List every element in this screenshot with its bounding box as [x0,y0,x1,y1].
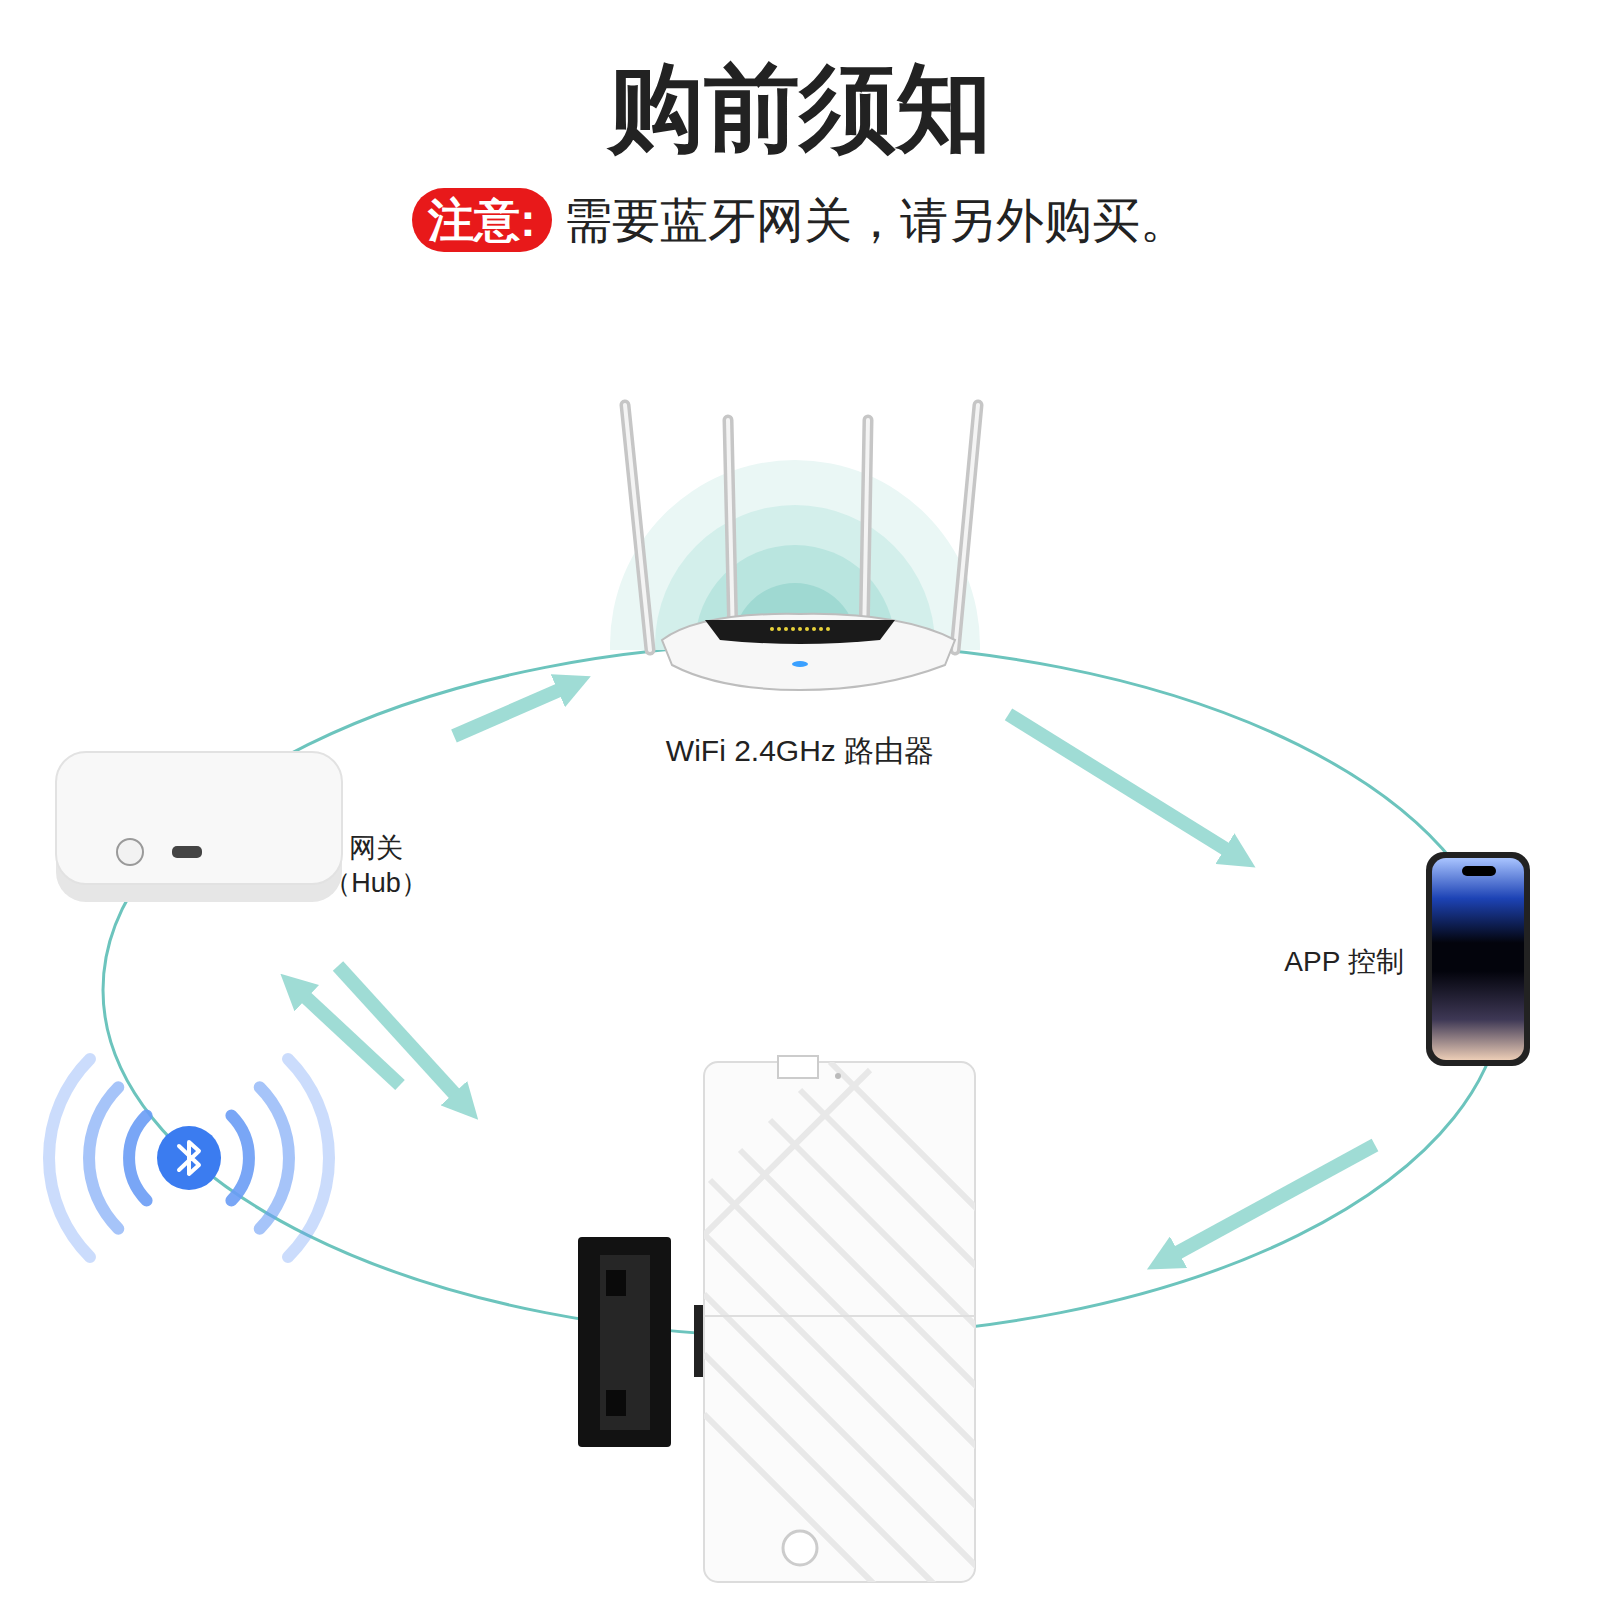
hub-illustration [56,752,342,902]
hub-node: 网关（Hub） [50,740,450,910]
phone-illustration-part [1432,858,1524,1060]
router-illustration-part-part [777,627,781,631]
lock-illustration-part [606,1390,626,1416]
flow-arrow [1008,714,1235,855]
lock-illustration [578,1056,1000,1600]
router-illustration-part [662,614,955,690]
router-illustration-part-part [955,405,978,650]
static-arrows-part [298,990,400,1085]
bluetooth-symbol-part [89,1087,118,1228]
lock-illustration-part-part [710,1180,975,1470]
router-illustration-part-part [812,627,816,631]
lock-illustration-part [704,1062,975,1582]
device-label: （Hub） [324,867,428,901]
static-arrows-part [338,966,462,1102]
bluetooth-symbol-part [231,1116,249,1201]
router-illustration-part-part [819,627,823,631]
lock-illustration-part [835,1073,841,1079]
lock-illustration-part-part [704,1354,960,1582]
router-illustration-part-part [625,405,650,650]
hub-illustration-part [56,752,342,884]
flow-arrow [454,686,569,736]
notice-badge-text: 注意: [428,188,535,252]
notice-badge: 注意: [412,188,551,252]
router-illustration-part-part [955,405,978,650]
lock-illustration-part-part [740,1150,975,1410]
bluetooth-symbol-part [260,1087,289,1228]
router-illustration-part-part [791,627,795,631]
hub-illustration-part [117,839,143,865]
router-illustration-part [770,627,830,631]
bluetooth-symbol-part [157,1126,221,1190]
bluetooth-symbol-part [288,1059,329,1257]
phone-node: APP 控制 [1264,845,1545,1075]
hub-illustration-part [172,846,202,858]
router-illustration-part-part [728,420,733,640]
bluetooth-symbol-part [49,1059,90,1257]
router-illustration-part-part [784,627,788,631]
lock-illustration-part-part [704,1294,975,1582]
phone-illustration [1426,852,1530,1066]
phone-illustration-part [1426,852,1530,1066]
device-label: WiFi 2.4GHz 路由器 [666,732,934,770]
static-arrows-part [1168,1145,1375,1258]
device-label: APP 控制 [1284,944,1403,979]
router-illustration [610,405,980,830]
lock-illustration-part-part [830,1062,975,1232]
router-illustration-part [705,620,895,644]
router-illustration-part-part [864,420,868,640]
router-illustration-part-part [798,627,802,631]
lock-illustration-part [578,1237,671,1447]
lock-illustration-part [778,1056,818,1078]
router-illustration-part-part [625,405,650,650]
router-node: WiFi 2.4GHz 路由器 [600,395,1000,775]
router-illustration-part-part [805,627,809,631]
router-illustration-part-part [728,420,733,640]
router-illustration-part-part [864,420,868,640]
notice-text: 需要蓝牙网关，请另外购买。 [564,192,1188,250]
lock-illustration-part [606,1270,626,1296]
lock-illustration-part [704,1315,975,1317]
bluetooth-symbol-part [179,1142,199,1174]
lock-illustration-part [704,1062,975,1582]
router-illustration-part-part [610,460,980,650]
bluetooth-symbol-part [129,1116,147,1201]
page-title: 购前须知 [0,50,1600,165]
device-label: 网关 [349,832,403,866]
lock-illustration-part [783,1531,817,1565]
router-illustration-part [792,661,808,667]
router-illustration-part-part [770,627,774,631]
lock-illustration-part [600,1255,650,1430]
bluetooth-symbol [49,1059,329,1257]
lock-illustration-part-part [704,1070,870,1235]
router-illustration-part-part [826,627,830,631]
phone-illustration-part [1462,866,1496,876]
lock-illustration-part-part [704,1414,900,1582]
router-illustration-part [610,460,980,650]
